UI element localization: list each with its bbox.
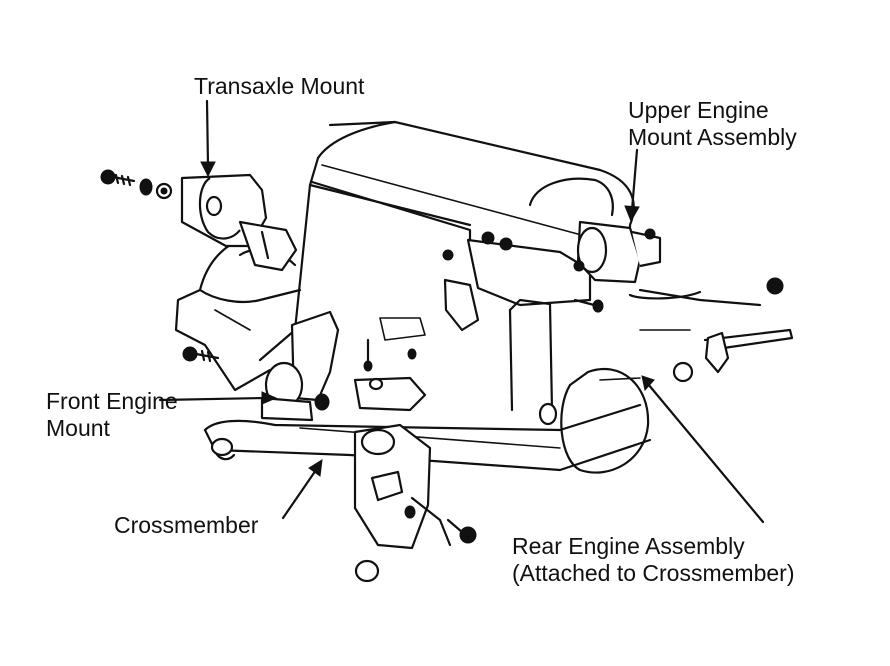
transaxle-mount [180, 173, 298, 272]
front-engine-mount [182, 310, 340, 422]
upper-engine-mount-assembly [442, 220, 784, 332]
label-crossmember: Crossmember [114, 512, 259, 538]
transaxle-mount-bolt [100, 169, 173, 200]
label-front-engine-mount: Front Engine Mount [46, 388, 178, 442]
label-upper-engine-mount: Upper Engine Mount Assembly [628, 97, 797, 151]
label-front-engine-mount-line1: Front Engine [46, 388, 178, 414]
label-rear-engine-assembly: Rear Engine Assembly (Attached to Crossm… [512, 533, 794, 587]
rear-engine-assembly [353, 298, 558, 583]
label-upper-engine-mount-line1: Upper Engine [628, 97, 769, 123]
crossmember [203, 403, 652, 472]
center-mount-plate [353, 317, 427, 412]
label-front-engine-mount-line2: Mount [46, 415, 110, 441]
label-rear-engine-assembly-line1: Rear Engine Assembly [512, 533, 745, 559]
transaxle-housing [174, 243, 302, 392]
label-rear-engine-assembly-line2: (Attached to Crossmember) [512, 560, 795, 586]
label-transaxle-mount: Transaxle Mount [194, 73, 365, 99]
upper-mount-rod [639, 328, 794, 383]
leader-arrows [158, 99, 765, 524]
label-upper-engine-mount-line2: Mount Assembly [628, 124, 797, 150]
flywheel-cover [560, 367, 650, 474]
